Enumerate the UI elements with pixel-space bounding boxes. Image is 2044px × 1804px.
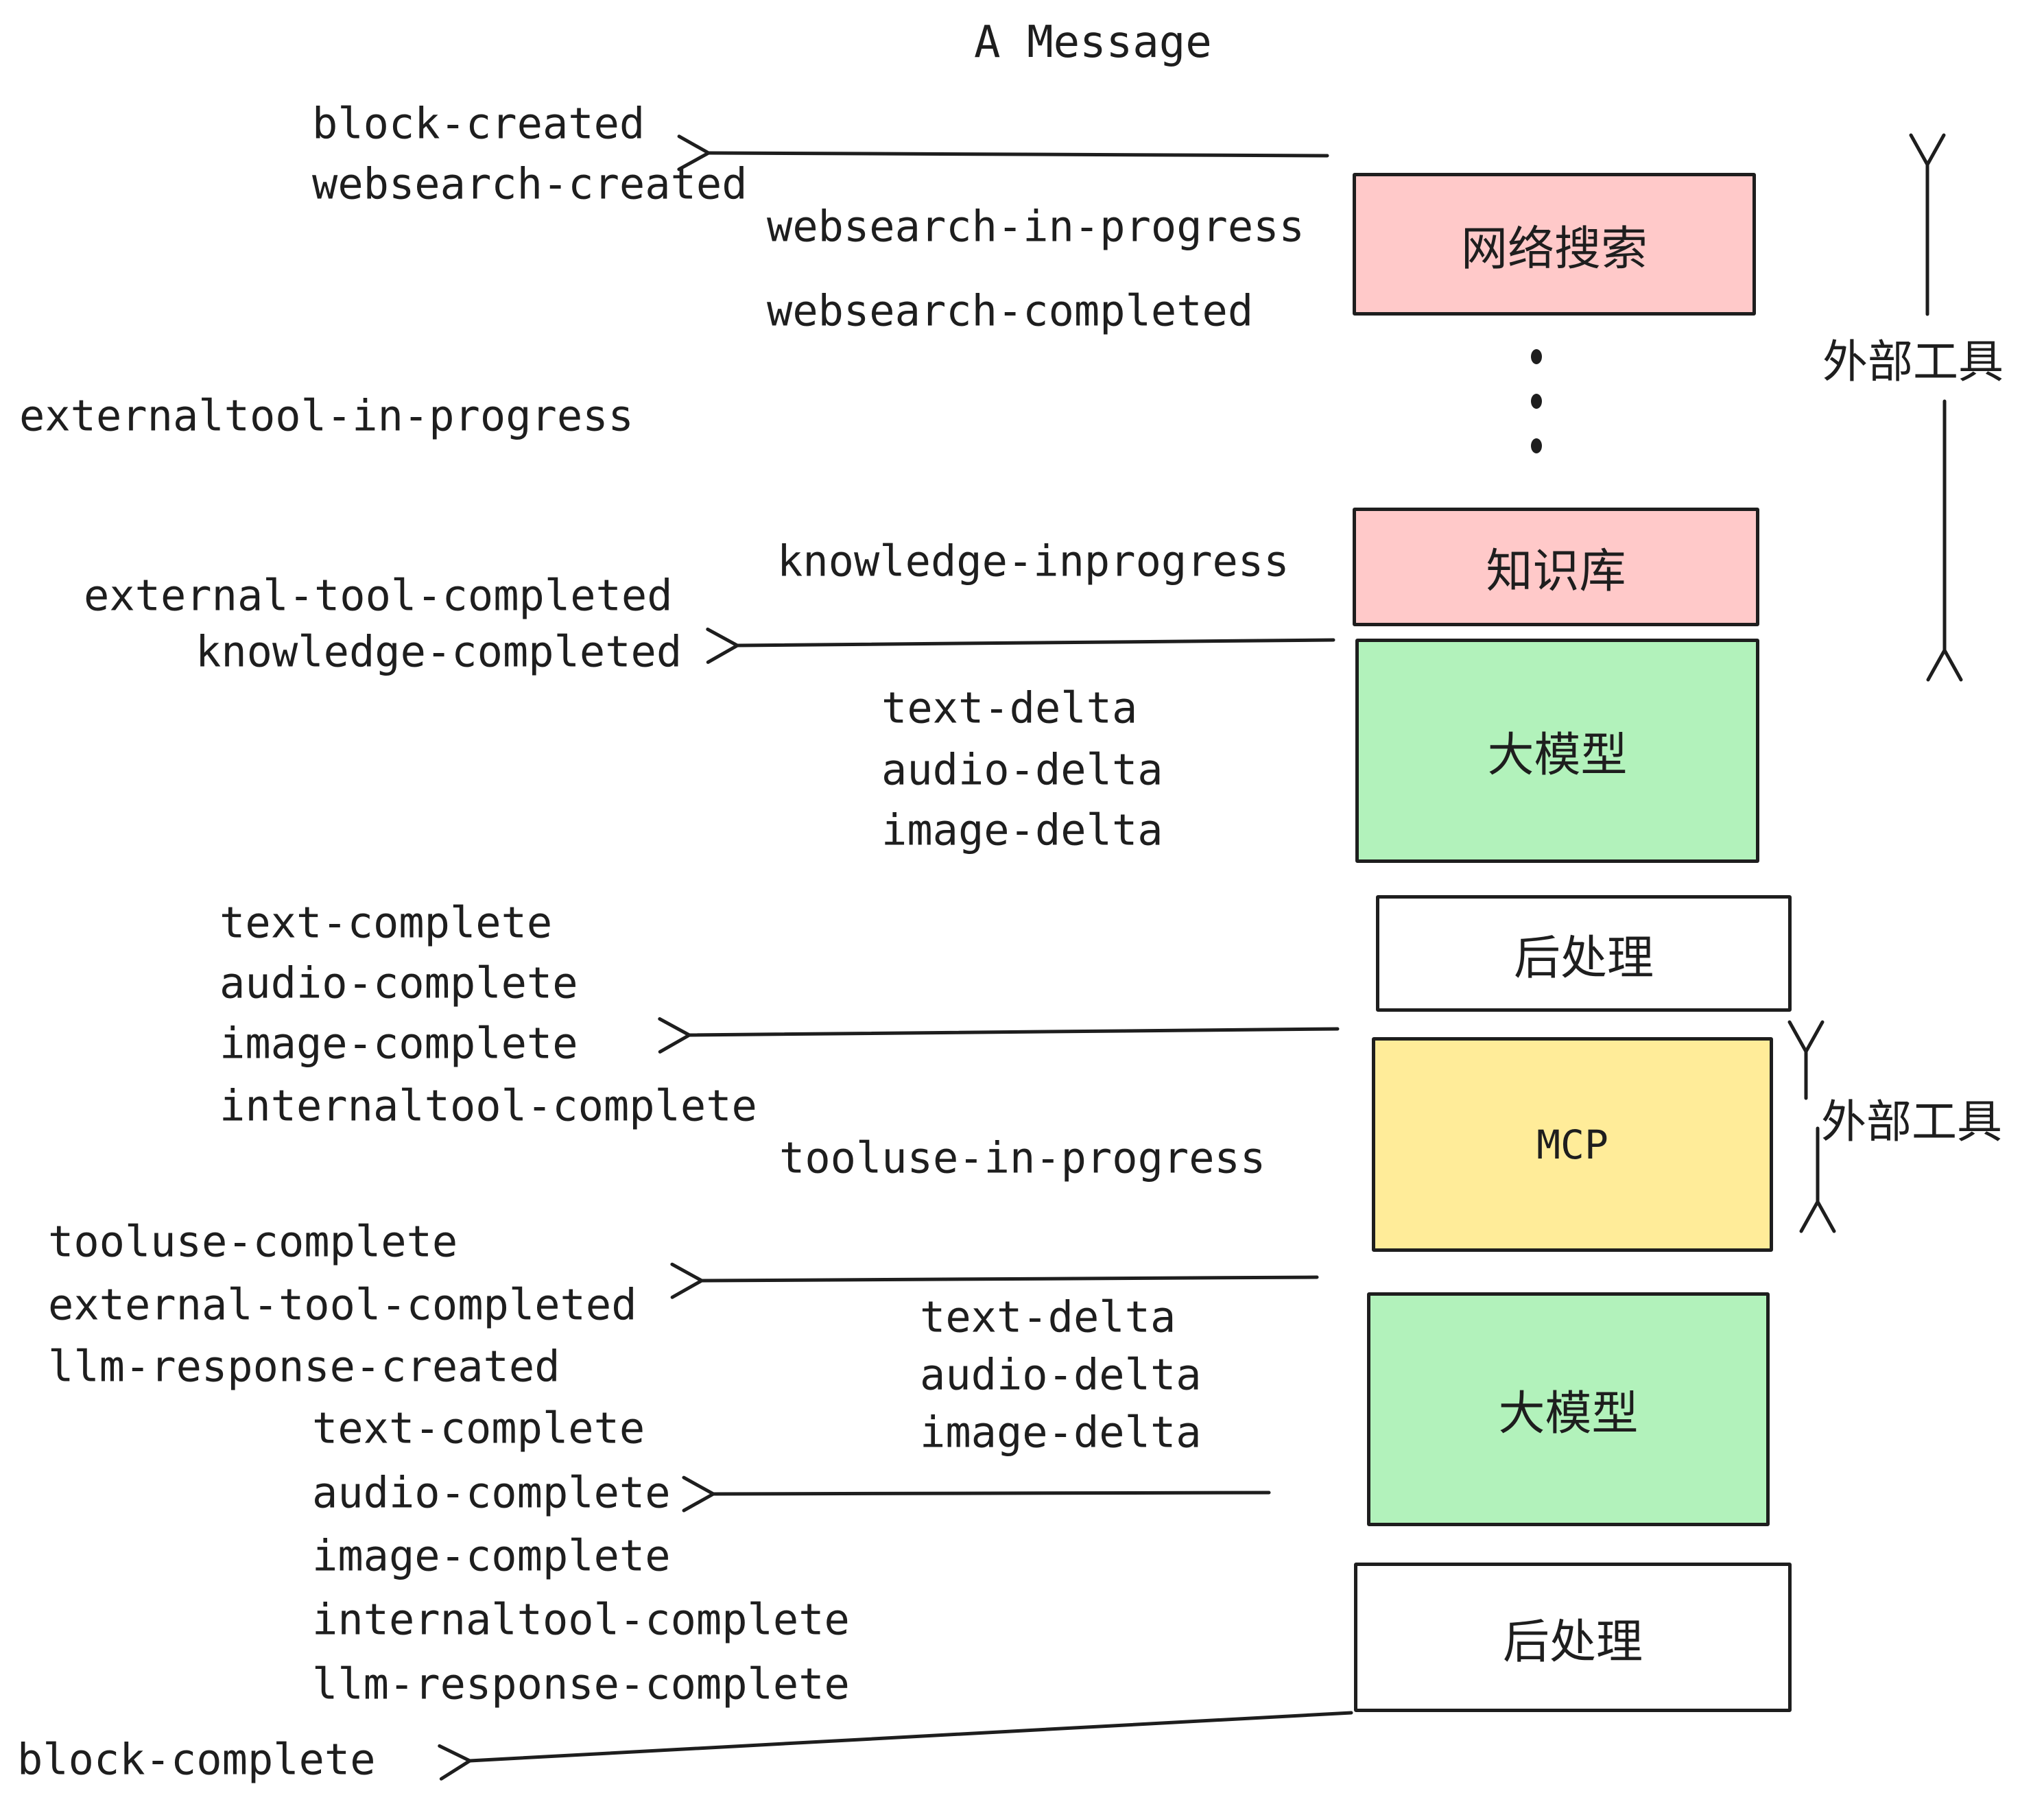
event-image-complete: image-complete <box>219 1018 578 1069</box>
event-external-tool-completed: external-tool-completed <box>84 570 673 621</box>
ellipsis-dots <box>1531 349 1542 453</box>
arrow-post1-to-image-complete <box>689 1029 1340 1035</box>
box-llm-1: 大模型 <box>1355 639 1759 863</box>
event-knowledge-inprogress: knowledge-inprogress <box>777 536 1290 586</box>
arrow-websearch-to-block-created <box>709 153 1329 156</box>
event-knowledge-completed: knowledge-completed <box>195 626 682 677</box>
box-llm-1-label: 大模型 <box>1487 728 1628 783</box>
box-post-1: 后处理 <box>1376 895 1792 1012</box>
event-websearch-completed: websearch-completed <box>767 285 1254 336</box>
diagram-title: A Message <box>974 17 1212 68</box>
event-llm-response-created: llm-response-created <box>48 1341 560 1392</box>
event-audio-complete-2: audio-complete <box>312 1467 671 1518</box>
box-mcp: MCP <box>1372 1037 1773 1252</box>
event-internaltool-complete: internaltool-complete <box>219 1080 757 1131</box>
event-websearch-created: websearch-created <box>312 158 748 209</box>
event-block-created: block-created <box>312 98 645 149</box>
arrow-llm2-to-audio-complete <box>713 1493 1271 1494</box>
box-knowledge-label: 知识库 <box>1486 545 1626 599</box>
event-external-tool-completed-2: external-tool-completed <box>48 1279 637 1330</box>
event-llm-response-complete: llm-response-complete <box>312 1659 850 1709</box>
event-image-complete-2: image-complete <box>312 1530 671 1581</box>
arrow-mcp-to-tooluse-complete <box>702 1277 1319 1281</box>
event-image-delta-2: image-delta <box>920 1407 1202 1458</box>
event-audio-delta: audio-delta <box>881 744 1163 795</box>
event-block-complete: block-complete <box>17 1734 376 1785</box>
box-llm-2-label: 大模型 <box>1498 1387 1639 1441</box>
box-post-1-label: 后处理 <box>1513 931 1654 986</box>
box-post-2-label: 后处理 <box>1502 1615 1643 1670</box>
event-externaltool-in-progress: externaltool-in-progress <box>19 390 634 441</box>
side-label-external-tools-mid: 外部工具 <box>1821 1095 2002 1148</box>
box-post-2: 后处理 <box>1354 1563 1792 1712</box>
box-websearch-label: 网络搜索 <box>1460 222 1648 276</box>
box-websearch: 网络搜索 <box>1353 173 1756 316</box>
box-knowledge: 知识库 <box>1353 508 1759 626</box>
event-tooluse-in-progress: tooluse-in-progress <box>779 1132 1266 1183</box>
box-mcp-label: MCP <box>1536 1121 1608 1168</box>
event-image-delta: image-delta <box>881 805 1163 855</box>
event-websearch-in-progress: websearch-in-progress <box>767 201 1305 252</box>
event-audio-delta-2: audio-delta <box>920 1349 1202 1400</box>
event-text-complete: text-complete <box>219 897 553 948</box>
event-audio-complete: audio-complete <box>219 958 578 1008</box>
arrow-post2-to-block-complete <box>470 1711 1353 1761</box>
box-llm-2: 大模型 <box>1367 1292 1770 1526</box>
event-text-complete-2: text-complete <box>312 1403 645 1453</box>
arrow-knowledge-to-knowledge-completed <box>737 640 1335 645</box>
event-internaltool-complete-2: internaltool-complete <box>312 1594 850 1645</box>
event-tooluse-complete: tooluse-complete <box>48 1216 458 1267</box>
side-label-external-tools-top: 外部工具 <box>1822 335 2004 388</box>
event-text-delta: text-delta <box>881 683 1138 733</box>
event-text-delta-2: text-delta <box>920 1292 1176 1342</box>
